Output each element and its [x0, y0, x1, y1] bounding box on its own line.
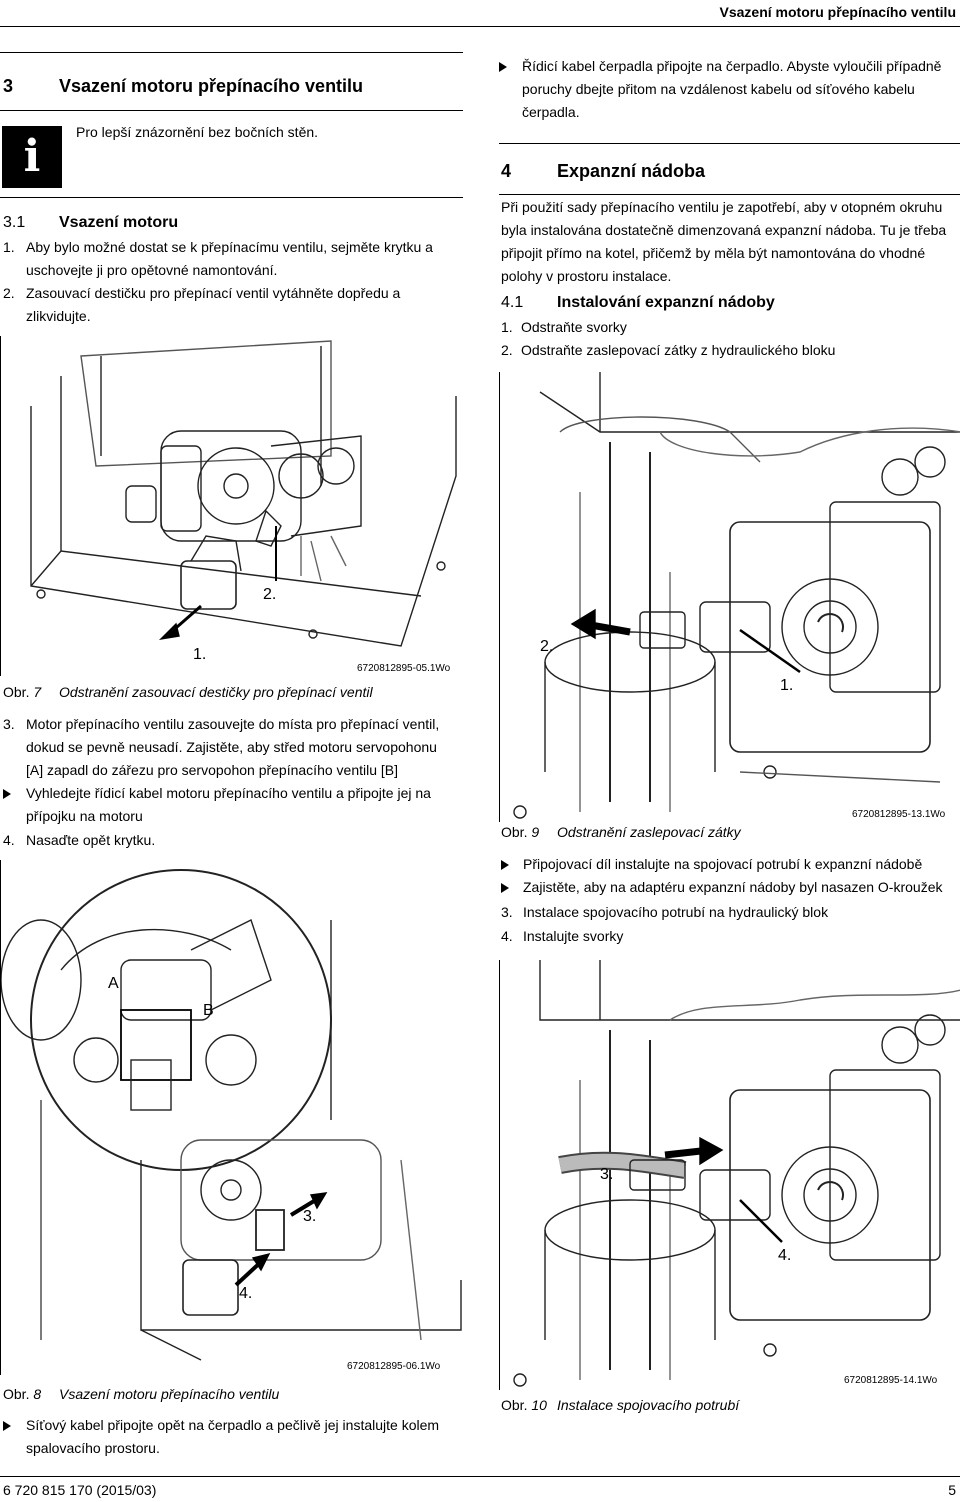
footer-rule: [0, 1476, 960, 1477]
step-4: 4. Nasaďte opět krytku.: [3, 832, 156, 848]
section-4-paragraph: Při použití sady přepínacího ventilu je …: [501, 199, 947, 284]
figure-code: 6720812895-06.1Wo: [347, 1361, 441, 1372]
callout-1: 1.: [193, 646, 207, 663]
figure-9-illustration: 2. 1. 6720812895-13.1Wo: [499, 372, 960, 822]
section-number: 4: [501, 161, 512, 181]
callout-2: 2.: [263, 586, 277, 603]
bullet-triangle-icon: [3, 789, 11, 799]
section-3-heading: 3 Vsazení motoru přepínacího ventilu: [3, 76, 363, 97]
step-1: 1. Aby bylo možné dostat se k přepínacím…: [3, 239, 433, 278]
section-rule: [499, 143, 960, 144]
step-3: 3. Instalace spojovacího potrubí na hydr…: [501, 904, 829, 920]
bullet-triangle-icon: [501, 883, 509, 893]
step-2: 2. Odstraňte zaslepovací zátky z hydraul…: [501, 342, 836, 358]
callout-3: 3.: [600, 1166, 614, 1183]
section-title: Expanzní nádoba: [557, 161, 706, 181]
header-rule: [0, 26, 960, 27]
section-number: 3.1: [3, 214, 26, 231]
step-2: 2. Zasouvací destičku pro přepínací vent…: [3, 285, 401, 324]
bullet-triangle-icon: [501, 860, 509, 870]
document-number: 6 720 815 170 (2015/03): [3, 1482, 157, 1498]
callout-3: 3.: [303, 1208, 317, 1225]
section-title: Instalování expanzní nádoby: [557, 294, 775, 311]
step-1: 1. Odstraňte svorky: [501, 319, 627, 335]
section-number: 4.1: [501, 294, 524, 311]
section-4-heading: 4 Expanzní nádoba: [501, 161, 705, 182]
bullet-triangle-icon: [499, 62, 507, 72]
figure-8-illustration: A B 3. 4. 6720812895-06.1Wo: [0, 860, 463, 1375]
callout-4: 4.: [239, 1285, 253, 1302]
info-note: Pro lepší znázornění bez bočních stěn.: [76, 124, 319, 140]
section-number: 3: [3, 76, 14, 96]
bullet-triangle-icon: [3, 1421, 11, 1431]
callout-4: 4.: [778, 1247, 792, 1264]
bullet-pump-cable: Řídicí kabel čerpadla připojte na čerpad…: [499, 55, 959, 124]
section-rule: [499, 194, 960, 195]
section-title: Vsazení motoru přepínacího ventilu: [59, 76, 364, 96]
step-4: 4. Instalujte svorky: [501, 928, 624, 944]
callout-2: 2.: [540, 638, 554, 655]
figure-code: 6720812895-14.1Wo: [844, 1375, 938, 1386]
figure-10-illustration: 3. 4. 6720812895-14.1Wo: [499, 960, 960, 1390]
step-3: 3. Motor přepínacího ventilu zasouvejte …: [3, 716, 440, 778]
note-rule: [0, 197, 463, 198]
figure-code: 6720812895-05.1Wo: [357, 663, 451, 674]
bullet-connector: Připojovací díl instalujte na spojovací …: [501, 853, 959, 876]
page-number: 5: [948, 1482, 956, 1498]
bullet-power-cable: Síťový kabel připojte opět na čerpadlo a…: [3, 1414, 463, 1460]
section-3-1-heading: 3.1 Vsazení motoru: [3, 214, 178, 232]
running-header: Vsazení motoru přepínacího ventilu: [719, 4, 956, 20]
section-4-1-heading: 4.1 Instalování expanzní nádoby: [501, 294, 775, 312]
section-title: Vsazení motoru: [59, 214, 179, 231]
bullet-control-cable: Vyhledejte řídicí kabel motoru přepínací…: [3, 782, 463, 828]
section-rule: [0, 52, 463, 53]
info-icon: i: [2, 126, 62, 188]
section-rule: [0, 110, 463, 111]
callout-a: A: [108, 975, 119, 992]
callout-b: B: [203, 1002, 214, 1019]
callout-1: 1.: [780, 677, 794, 694]
bullet-o-ring: Zajistěte, aby na adaptéru expanzní nádo…: [501, 876, 959, 899]
figure-7-illustration: 2. 1. 6720812895-05.1Wo: [0, 336, 463, 676]
figure-code: 6720812895-13.1Wo: [852, 809, 946, 820]
